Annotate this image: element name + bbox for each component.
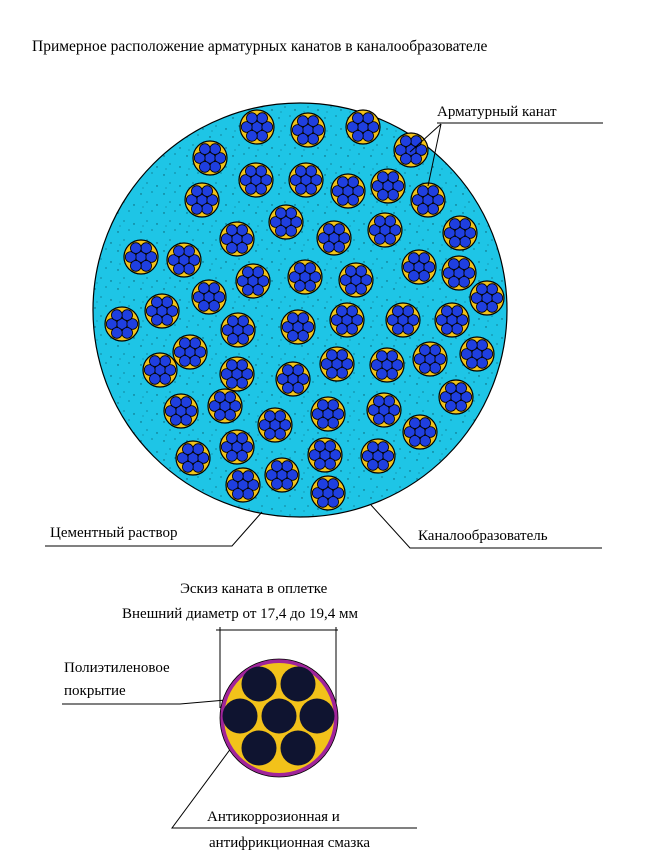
strand-47 bbox=[175, 440, 211, 476]
strand-49 bbox=[264, 457, 300, 493]
strand-36 bbox=[275, 361, 311, 397]
sketch-title: Эскиз каната в оплетке bbox=[180, 581, 328, 597]
wire-6 bbox=[280, 730, 316, 766]
wire-2 bbox=[280, 666, 316, 702]
strand-52 bbox=[402, 414, 438, 450]
strand-12 bbox=[268, 204, 304, 240]
wire-4 bbox=[299, 698, 335, 734]
diameter-label: Внешний диаметр от 17,4 до 19,4 мм bbox=[122, 606, 359, 622]
strand-14 bbox=[316, 220, 352, 256]
duct-label: Каналообразователь bbox=[418, 528, 548, 544]
strand-18 bbox=[166, 242, 202, 278]
strand-27 bbox=[191, 279, 227, 315]
duct-leader bbox=[370, 504, 602, 549]
pe-coating-label-line1: Полиэтиленовое bbox=[64, 660, 170, 676]
strand-8 bbox=[330, 173, 366, 209]
strand-44 bbox=[310, 396, 346, 432]
strand-45 bbox=[366, 392, 402, 428]
strand-leader-2 bbox=[427, 123, 442, 187]
grease-leader bbox=[171, 735, 417, 829]
grease-label-line2: антифрикционная смазка bbox=[209, 835, 371, 851]
diagram-title: Примерное расположение арматурных канато… bbox=[32, 38, 488, 55]
wire-5 bbox=[241, 730, 277, 766]
wire-3 bbox=[222, 698, 258, 734]
strand-34 bbox=[172, 334, 208, 370]
strand-16 bbox=[442, 215, 478, 251]
wire-center bbox=[261, 698, 297, 734]
strand-19 bbox=[235, 263, 271, 299]
wire-1 bbox=[241, 666, 277, 702]
strand-leader-1 bbox=[409, 123, 442, 153]
strand-6 bbox=[238, 162, 274, 198]
strand-2 bbox=[290, 112, 326, 148]
strand-53 bbox=[225, 467, 261, 503]
strand-26 bbox=[144, 293, 180, 329]
strand-33 bbox=[142, 352, 178, 388]
strand-41 bbox=[163, 393, 199, 429]
strand-5 bbox=[192, 140, 228, 176]
strand-11 bbox=[184, 182, 220, 218]
strand-1 bbox=[239, 109, 275, 145]
strand-32 bbox=[434, 302, 470, 338]
leader-lines bbox=[45, 122, 603, 829]
strand-10 bbox=[410, 182, 446, 218]
strand-3 bbox=[345, 109, 381, 145]
strand-30 bbox=[329, 302, 365, 338]
strand-43 bbox=[257, 407, 293, 443]
strand-28 bbox=[220, 312, 256, 348]
strand-29 bbox=[280, 309, 316, 345]
strand-31 bbox=[385, 302, 421, 338]
pe-coating-label-line2: покрытие bbox=[64, 683, 126, 699]
strand-label: Арматурный канат bbox=[437, 104, 557, 120]
strand-39 bbox=[412, 341, 448, 377]
strand-46 bbox=[438, 379, 474, 415]
strand-23 bbox=[441, 255, 477, 291]
strand-50 bbox=[307, 437, 343, 473]
strand-20 bbox=[287, 259, 323, 295]
strand-35 bbox=[219, 356, 255, 392]
strand-15 bbox=[367, 212, 403, 248]
mortar-leader bbox=[45, 511, 263, 547]
strand-48 bbox=[219, 429, 255, 465]
strand-sketch bbox=[219, 658, 339, 778]
strand-17 bbox=[123, 239, 159, 275]
strand-51 bbox=[360, 438, 396, 474]
strand-54 bbox=[310, 475, 346, 511]
strand-42 bbox=[207, 388, 243, 424]
strand-21 bbox=[338, 262, 374, 298]
grease-label-line1: Антикоррозионная и bbox=[207, 809, 340, 825]
strand-38 bbox=[369, 347, 405, 383]
mortar-label: Цементный раствор bbox=[50, 525, 178, 541]
strand-40 bbox=[459, 336, 495, 372]
strand-7 bbox=[288, 162, 324, 198]
strand-25 bbox=[104, 306, 140, 342]
strand-9 bbox=[370, 168, 406, 204]
strand-24 bbox=[469, 280, 505, 316]
strand-37 bbox=[319, 346, 355, 382]
strand-22 bbox=[401, 249, 437, 285]
strand-4 bbox=[393, 132, 429, 168]
strand-13 bbox=[219, 221, 255, 257]
pe-leader bbox=[62, 699, 227, 705]
